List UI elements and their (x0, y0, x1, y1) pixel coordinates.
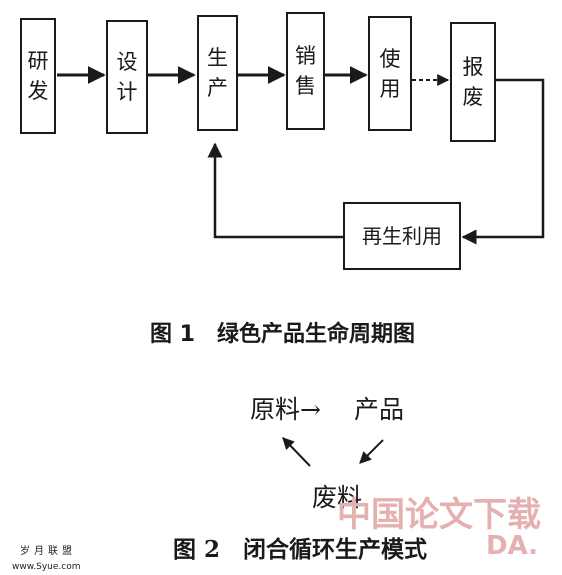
stage-sales-char-1: 销 (295, 44, 316, 68)
stage-use: 使 用 (368, 16, 412, 131)
stage-research-char-1: 研 (27, 49, 49, 73)
stage-research-char-2: 发 (27, 79, 49, 103)
arrow-product-to-waste (359, 439, 384, 464)
product-label: 产品 (354, 395, 405, 424)
stage-design-char-1: 设 (116, 50, 138, 74)
stage-research: 研 发 (20, 18, 56, 134)
stage-scrap: 报 废 (450, 22, 496, 142)
figure2-caption: 图 2 闭合循环生产模式 (173, 536, 428, 563)
site-name-mark: 岁月联盟 (20, 546, 76, 557)
site-url-mark: www.Syue.com (12, 562, 81, 572)
stage-design: 设 计 (106, 20, 148, 134)
watermark-main: 中国论文下载 (337, 495, 541, 535)
raw-to-product-arrow: → (300, 395, 321, 424)
stage-use-char-2: 用 (379, 76, 401, 101)
stage-recycle: 再生利用 (343, 202, 461, 270)
stage-scrap-char-1: 报 (462, 55, 484, 79)
stage-production-char-1: 生 (207, 46, 228, 70)
stage-production: 生 产 (197, 15, 238, 131)
stage-scrap-char-2: 废 (462, 85, 484, 109)
arrow-waste-to-raw (282, 437, 311, 467)
stage-use-char-1: 使 (379, 46, 401, 71)
stage-recycle-label: 再生利用 (362, 224, 442, 248)
raw-material-label: 原料→ (250, 390, 321, 426)
stage-sales-char-2: 售 (295, 74, 316, 98)
figure1-caption: 图 1 绿色产品生命周期图 (150, 322, 415, 347)
arrow-recycle-to-production (207, 142, 343, 239)
waste-label: 废料 (312, 483, 363, 512)
stage-production-char-2: 产 (207, 76, 228, 100)
stage-sales: 销 售 (286, 12, 325, 130)
raw-material-text: 原料 (250, 395, 301, 424)
arrow-scrap-to-recycle (461, 78, 545, 245)
stage-design-char-2: 计 (116, 80, 138, 104)
watermark-sub: DA. (486, 531, 539, 561)
